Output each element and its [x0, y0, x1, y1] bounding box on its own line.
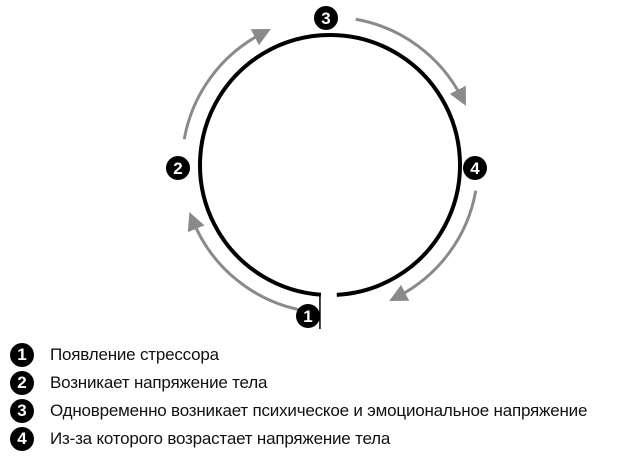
cycle-arc [198, 33, 463, 297]
number-badge: 4 [10, 427, 34, 451]
marker-number: 1 [303, 307, 312, 326]
step-marker-3: 3 [314, 6, 338, 30]
legend-item: 3 Одновременно возникает психическое и эм… [10, 397, 587, 425]
legend-text: Появление стрессора [50, 345, 219, 364]
legend-item: 4 Из-за которого возрастает напряжение те… [10, 425, 587, 453]
legend-text: Одновременно возникает психическое и эмо… [50, 401, 588, 420]
number-badge: 2 [10, 371, 34, 395]
number-badge: 1 [10, 343, 34, 367]
cycle-circle [198, 33, 463, 329]
cycle-arrow [355, 17, 466, 106]
cycle-arrow [389, 190, 478, 301]
legend-item: 2 Возникает напряжение тела [10, 369, 587, 397]
step-marker-4: 4 [463, 156, 487, 180]
marker-circle [463, 156, 487, 180]
step-marker-2: 2 [166, 156, 190, 180]
step-marker-1: 1 [296, 304, 320, 328]
marker-circle [314, 6, 338, 30]
marker-number: 4 [470, 159, 480, 178]
marker-circle [296, 304, 320, 328]
cycle-arrow [187, 212, 305, 313]
number-badge: 3 [10, 399, 34, 423]
marker-number: 3 [321, 9, 330, 28]
legend-text: Из-за которого возрастает напряжение тел… [50, 429, 391, 448]
cycle-arrow [182, 29, 271, 140]
legend: 1 Появление стрессора 2 Возникает напряжен… [10, 341, 587, 453]
legend-item: 1 Появление стрессора [10, 341, 587, 369]
marker-number: 2 [173, 159, 182, 178]
marker-circle [166, 156, 190, 180]
legend-text: Возникает напряжение тела [50, 373, 268, 392]
